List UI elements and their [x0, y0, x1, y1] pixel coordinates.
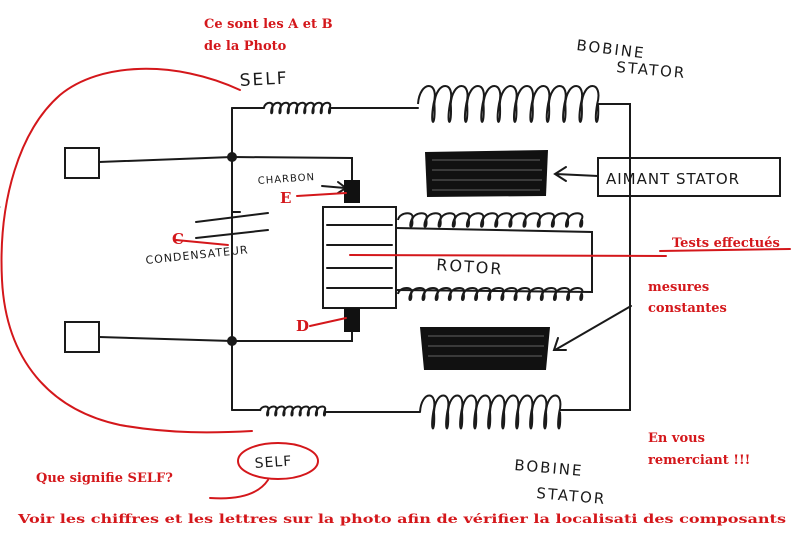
aimant-arrow-top [553, 166, 599, 182]
self-circle [237, 442, 319, 480]
aimant-arrow-bottom [552, 305, 632, 351]
rotor-label: ROTOR [436, 255, 504, 279]
pointer-d [309, 317, 347, 327]
pointer-question [209, 479, 269, 500]
aimant-stator-bottom [420, 327, 550, 370]
capacitor-plate-1 [195, 212, 269, 223]
ab-note-line2: de la Photo [204, 39, 287, 54]
self-bottom-label: SELF [254, 453, 293, 472]
aimant-stator-box [597, 157, 781, 197]
mesures-note-line2: constantes [648, 301, 727, 316]
bobine-top-label: BOBINE [576, 36, 647, 62]
capacitor-plate-2 [195, 229, 269, 239]
charbon-brush-d [344, 308, 360, 332]
bottom-note: Voir les chiffres et les lettres sur la … [17, 511, 786, 526]
question-note: Que signifie SELF? [36, 471, 173, 486]
junctions [227, 152, 237, 346]
charbon-brush-e [344, 180, 360, 203]
rotor-winding-bottom [397, 287, 584, 301]
red-annotations [0, 67, 791, 500]
terminal-bottom [64, 321, 100, 353]
right-bus [559, 103, 631, 411]
tests-note: Tests effectués [672, 236, 780, 251]
ab-note-line1: Ce sont les A et B [204, 17, 333, 32]
self-inductor-top [263, 101, 332, 115]
pointer-c [175, 239, 229, 246]
bobine-stator-bottom-coil [419, 394, 562, 430]
coils [259, 85, 600, 430]
pointer-e [296, 192, 347, 197]
magnets [344, 150, 550, 370]
charbon-arrow [321, 181, 348, 194]
aimant-stator-top [425, 150, 548, 197]
aimant-stator-label: AIMANT STATOR [606, 170, 740, 188]
charbon-label: CHARBON [257, 172, 315, 187]
condensateur-label: CONDENSATEUR [145, 243, 249, 267]
red-bracket-curve [0, 67, 253, 434]
bobine-stator-top-coil [417, 85, 600, 123]
typed-annotations: Ce sont les A et B de la Photo C D E Tes… [17, 17, 786, 526]
rotor-commutator [322, 206, 397, 309]
wire-top-main [98, 156, 233, 163]
bobine-bottom-label: BOBINE [514, 456, 585, 480]
merci-note-line2: remerciant !!! [648, 453, 750, 468]
pointer-tests [349, 254, 667, 257]
wire-bottom-main [98, 336, 233, 342]
rotor-body [395, 227, 593, 294]
label-d: D [296, 317, 309, 335]
wiring [64, 103, 781, 413]
mesures-note-line1: mesures [648, 280, 709, 295]
terminal-top [64, 147, 100, 179]
stator-bottom-label: STATOR [536, 484, 607, 508]
self-top-label: SELF [239, 68, 289, 91]
rotor-winding-top [397, 212, 584, 228]
merci-note-line1: En vous [648, 431, 705, 446]
wire-to-brush-e [231, 156, 353, 184]
label-e: E [280, 189, 291, 207]
stator-top-label: STATOR [616, 58, 687, 82]
label-c: C [172, 230, 184, 248]
self-inductor-bottom [259, 405, 327, 417]
